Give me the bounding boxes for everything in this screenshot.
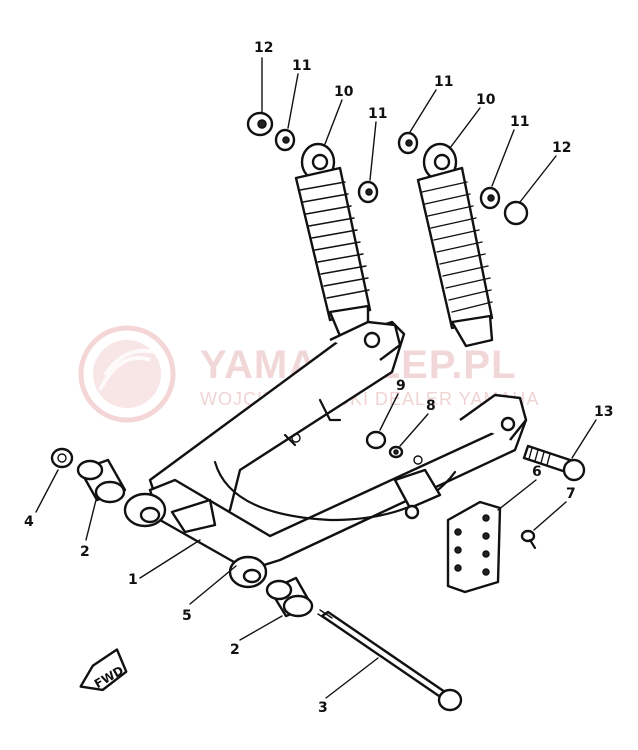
callout-2-upper: 2 (80, 544, 90, 560)
forward-arrow-badge: FWD (79, 648, 128, 692)
right-shock-absorber (416, 142, 494, 348)
chain-guide-plate (446, 500, 502, 594)
callout-10-left: 10 (334, 84, 354, 100)
callout-10-right: 10 (476, 92, 496, 108)
washer-right-a (397, 131, 419, 155)
callout-12-left: 12 (254, 40, 273, 56)
cap-left (246, 111, 274, 137)
callout-13: 13 (594, 404, 613, 420)
bushing-upper (76, 458, 127, 504)
pivot-shaft (317, 609, 463, 712)
shock-nut (365, 430, 387, 450)
callout-9: 9 (396, 378, 406, 394)
callout-11-right-a: 11 (434, 74, 453, 90)
callout-4: 4 (24, 514, 34, 530)
callout-labels: 12 11 10 11 11 10 11 12 9 8 13 6 7 4 2 1… (24, 40, 613, 716)
callout-3: 3 (318, 700, 328, 716)
callout-8: 8 (426, 398, 436, 414)
bushing-lower (265, 576, 314, 618)
left-shock-absorber (294, 142, 372, 338)
screw (520, 529, 537, 550)
callout-2-lower: 2 (230, 642, 240, 658)
shock-bolt (522, 444, 586, 482)
callout-1: 1 (128, 572, 138, 588)
callout-11-left-a: 11 (292, 58, 311, 74)
shock-washer (388, 445, 404, 459)
washer-left-b (357, 180, 379, 204)
callout-11-left-b: 11 (368, 106, 387, 122)
leader-lines (35, 57, 597, 699)
callout-7: 7 (566, 486, 576, 502)
washer-right-b (479, 186, 501, 210)
swingarm (148, 320, 528, 572)
callout-11-right-b: 11 (510, 114, 529, 130)
cap-right (503, 200, 529, 226)
callout-5: 5 (182, 608, 192, 624)
callout-6: 6 (532, 464, 542, 480)
callout-12-right: 12 (552, 140, 571, 156)
yamasklep-logo (78, 325, 176, 423)
washer-left-a (274, 128, 296, 152)
pivot-nut (50, 447, 74, 469)
